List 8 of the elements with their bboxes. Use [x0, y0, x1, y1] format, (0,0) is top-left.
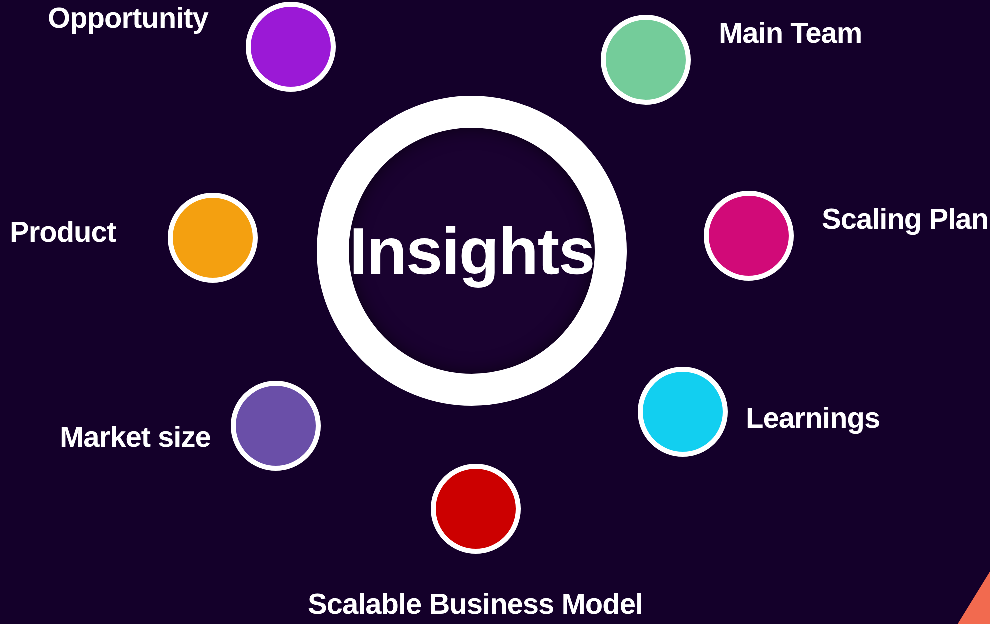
topic-label: Scaling Plan: [822, 203, 988, 237]
center-title: Insights: [349, 213, 594, 289]
topic-label: Main Team: [719, 17, 862, 51]
topic-label: Product: [10, 216, 116, 250]
topic-label: Scalable Business Model: [308, 588, 644, 622]
topic-label: Market size: [60, 421, 211, 455]
topic-label: Learnings: [746, 402, 880, 436]
topic-label: Opportunity: [48, 2, 208, 36]
